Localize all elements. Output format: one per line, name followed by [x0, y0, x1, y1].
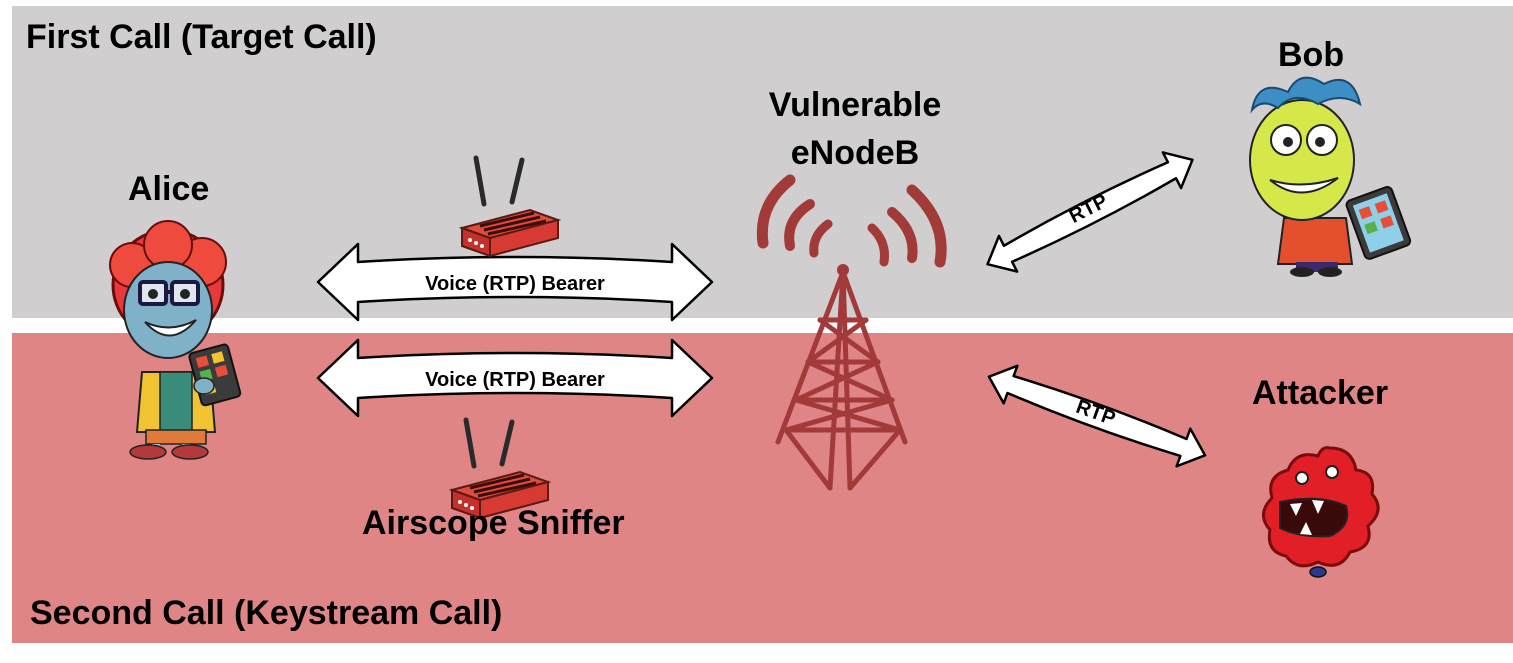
- attacker-label: Attacker: [1252, 374, 1389, 412]
- second-call-band: [12, 333, 1513, 643]
- bob-character-icon: [1249, 76, 1412, 277]
- bottom-bearer-label: Voice (RTP) Bearer: [425, 369, 605, 391]
- bob-label: Bob: [1278, 36, 1345, 74]
- top-bearer-arrow: [316, 242, 714, 322]
- second-call-title: Second Call (Keystream Call): [30, 594, 503, 632]
- bob-rtp-arrow: [986, 151, 1194, 273]
- cell-tower-icon: [756, 174, 947, 491]
- alice-character-icon: [109, 220, 242, 460]
- airscope-sniffer-label: Airscope Sniffer: [362, 504, 625, 542]
- alice-label: Alice: [128, 170, 210, 208]
- first-call-title: First Call (Target Call): [26, 18, 377, 56]
- attacker-monster-icon: [1262, 446, 1380, 578]
- enodeb-label-line2: eNodeB: [790, 134, 920, 172]
- sniffer-device-icon: [462, 158, 558, 256]
- bottom-bearer-arrow: [316, 338, 714, 418]
- attacker-rtp-arrow: [987, 364, 1207, 468]
- enodeb-label-line1: Vulnerable: [768, 86, 942, 124]
- top-bearer-label: Voice (RTP) Bearer: [425, 273, 605, 295]
